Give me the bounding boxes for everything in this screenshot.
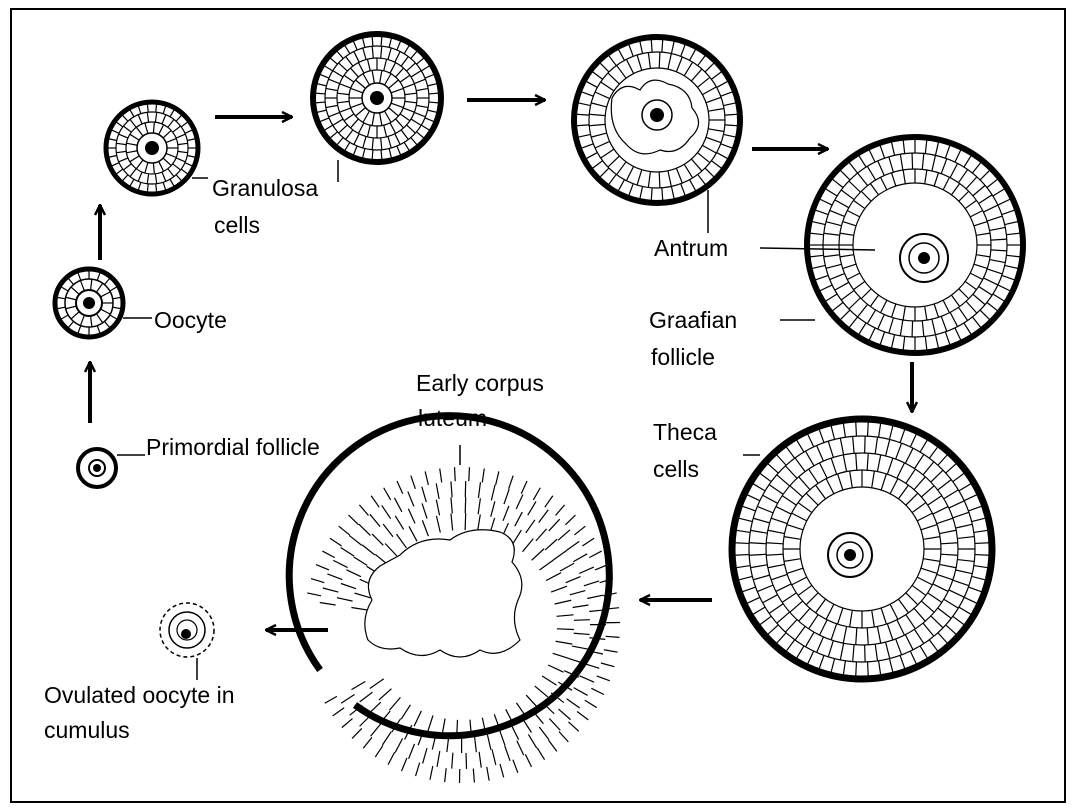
cell-wall-line <box>523 539 534 552</box>
cell-wall-line <box>451 481 452 497</box>
cell-wall-line <box>526 520 535 533</box>
label-granulosa-line1: Granulosa <box>212 174 318 202</box>
cell-wall-line <box>975 555 990 556</box>
cell-wall-line <box>355 593 371 598</box>
cell-wall-line <box>457 720 458 737</box>
cell-wall-line <box>975 543 990 544</box>
label-graafian-line2: follicle <box>651 343 715 371</box>
cell-wall-line <box>409 526 417 541</box>
cell-wall-line <box>734 543 749 544</box>
cell-wall-line <box>516 495 523 509</box>
theca-follicle <box>732 419 992 679</box>
label-theca-line1: Theca <box>653 418 717 446</box>
cell-wall-line <box>372 36 373 46</box>
cell-wall-line <box>436 500 439 516</box>
cell-wall-line <box>478 515 481 532</box>
cell-wall-line <box>341 583 356 588</box>
cell-wall-line <box>342 719 353 728</box>
cell-wall-line <box>868 421 869 436</box>
label-corpus-line1: Early corpus <box>416 369 544 397</box>
cell-wall-line <box>354 557 368 566</box>
cell-wall-line <box>408 509 415 524</box>
cell-wall-line <box>422 520 428 536</box>
cell-wall-line <box>557 629 574 630</box>
cell-wall-line <box>478 498 480 514</box>
cell-wall-line <box>429 93 439 94</box>
label-ovulated-line1: Ovulated oocyte in <box>44 681 235 709</box>
label-antrum: Antrum <box>654 234 728 262</box>
cell-wall-line <box>372 150 373 160</box>
cell-wall-line <box>734 555 749 556</box>
cell-wall-line <box>381 150 382 160</box>
cell-wall-line <box>455 467 456 481</box>
cell-wall-line <box>381 36 382 46</box>
cell-wall-line <box>868 662 869 677</box>
cell-wall-line <box>337 598 353 601</box>
cell-wall-line <box>469 467 470 481</box>
cell-wall-line <box>352 728 362 738</box>
cell-wall-line <box>528 501 536 515</box>
secondary-follicle <box>313 34 441 162</box>
cell-wall-line <box>503 506 509 521</box>
granulosa-follicle <box>106 102 198 194</box>
cell-wall-line <box>466 753 467 769</box>
cell-wall-line <box>315 93 325 94</box>
cell-wall-line <box>515 512 523 526</box>
primordial-follicle <box>78 449 116 487</box>
cell-wall-line <box>912 321 913 337</box>
label-theca-line2: cells <box>653 455 699 483</box>
cell-wall-line <box>574 620 590 621</box>
cell-wall-line <box>395 516 403 530</box>
cell-wall-line <box>383 524 393 537</box>
cell-wall-line <box>346 570 360 577</box>
label-graafian-line1: Graafian <box>649 306 737 334</box>
cell-wall-line <box>491 485 495 501</box>
cell-wall-line <box>512 530 521 544</box>
cell-wall-line <box>315 102 325 103</box>
cell-wall-line <box>478 482 480 498</box>
cell-wall-line <box>451 514 453 531</box>
cell-wall-line <box>351 607 368 610</box>
cell-wall-line <box>385 544 397 556</box>
cell-wall-line <box>532 549 544 561</box>
label-granulosa-line2: cells <box>214 211 260 239</box>
label-corpus-line2: luteum <box>418 404 487 432</box>
cell-wall-line <box>325 696 337 703</box>
cell-wall-line <box>912 153 913 169</box>
cell-wall-line <box>429 102 439 103</box>
graafian-follicle <box>807 137 1023 353</box>
cell-wall-line <box>396 534 406 548</box>
corpus-luteum <box>289 416 651 797</box>
cell-wall-line <box>451 497 452 513</box>
cell-wall-line <box>856 421 857 436</box>
cell-wall-line <box>436 483 439 499</box>
cell-wall-line <box>509 476 514 489</box>
cell-wall-line <box>536 529 547 541</box>
cell-wall-line <box>436 516 440 533</box>
cell-wall-line <box>465 513 466 530</box>
label-primordial-follicle: Primordial follicle <box>146 433 320 461</box>
oocyte-follicle <box>55 269 123 337</box>
cell-wall-line <box>504 489 509 504</box>
label-oocyte: Oocyte <box>154 306 227 334</box>
cell-wall-line <box>362 545 374 555</box>
cell-wall-line <box>659 172 660 188</box>
cell-wall-line <box>372 534 383 545</box>
cell-wall-line <box>422 503 427 518</box>
cell-wall-line <box>521 481 527 494</box>
label-ovulated-line2: cumulus <box>44 716 130 744</box>
cell-wall-line <box>333 708 344 716</box>
antral-follicle <box>574 37 740 203</box>
cell-wall-line <box>856 662 857 677</box>
cell-wall-line <box>363 737 372 748</box>
cell-wall-line <box>659 52 660 68</box>
cell-wall-line <box>491 501 495 516</box>
ovulated-oocyte <box>160 603 214 657</box>
